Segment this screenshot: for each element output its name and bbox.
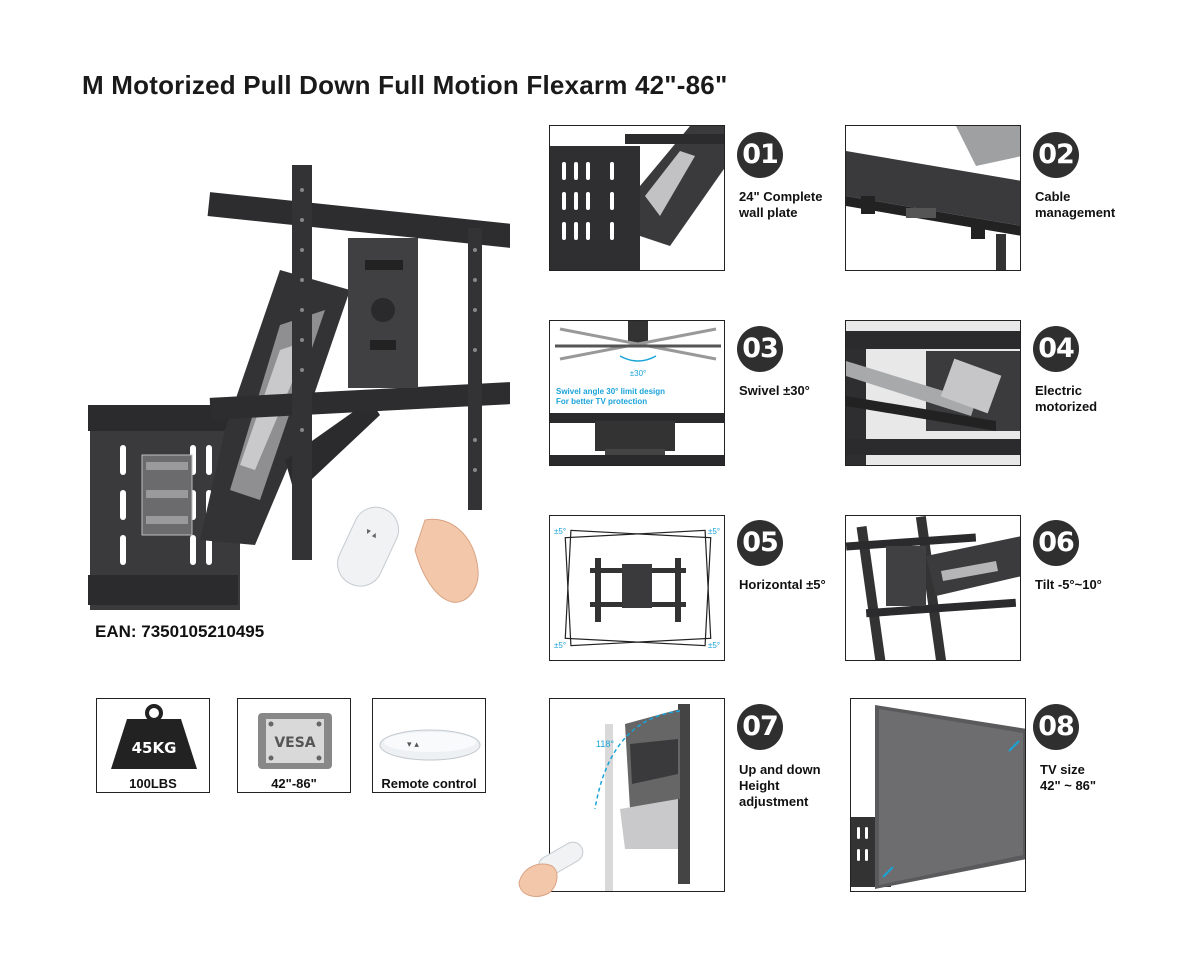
swivel-angle-label: ±30° (630, 369, 647, 378)
feature-01-image (549, 125, 725, 271)
feature-08-text: TV size 42" ~ 86" (1040, 762, 1097, 793)
feature-05-badge: 05 (737, 520, 783, 566)
horizontal-br-label: ±5° (708, 641, 720, 650)
swivel-note-line2: For better TV protection (556, 397, 647, 406)
feature-07-badge: 07 (737, 704, 783, 750)
hand-remote-image (514, 838, 594, 900)
ean-code: EAN: 7350105210495 (95, 622, 265, 641)
vesa-icon: VESA (258, 713, 332, 769)
height-angle-label: 118° (596, 739, 614, 749)
vesa-text: VESA (274, 735, 315, 751)
horizontal-tr-label: ±5° (708, 527, 720, 536)
feature-07-text: Up and down Height adjustment (739, 762, 821, 809)
spec-weight: 45KG 100LBS (96, 698, 210, 793)
weight-icon: 45KG (111, 704, 197, 769)
feature-05-image: ±5° ±5° ±5° ±5° (549, 515, 725, 661)
hero-product-image: ▾ ▴ (80, 150, 514, 620)
spec-vesa: VESA 42"-86" (237, 698, 351, 793)
feature-02-text: Cable management (1035, 189, 1116, 220)
spec-vesa-label: 42"-86" (271, 776, 317, 791)
feature-03-image: ±30° Swivel angle 30° limit design For b… (549, 320, 725, 466)
feature-06-badge: 06 (1033, 520, 1079, 566)
feature-02-image (845, 125, 1021, 271)
feature-08-badge: 08 (1033, 704, 1079, 750)
feature-02-badge: 02 (1033, 132, 1079, 178)
feature-06-text: Tilt -5°~10° (1035, 577, 1102, 592)
weight-text: 45KG (132, 739, 177, 757)
feature-04-badge: 04 (1033, 326, 1079, 372)
feature-06-image (845, 515, 1021, 661)
feature-01-text: 24" Complete wall plate (739, 189, 823, 220)
remote-icon: ▾ ▴ (379, 729, 481, 761)
svg-text:▾ ▴: ▾ ▴ (364, 527, 379, 541)
feature-04-text: Electric motorized (1035, 383, 1098, 414)
feature-04-image (845, 320, 1021, 466)
page-title: M Motorized Pull Down Full Motion Flexar… (82, 70, 728, 100)
spec-remote: ▾ ▴ Remote control (372, 698, 486, 793)
horizontal-tl-label: ±5° (554, 527, 566, 536)
swivel-note-line1: Swivel angle 30° limit design (556, 387, 665, 396)
horizontal-bl-label: ±5° (554, 641, 566, 650)
spec-weight-label: 100LBS (129, 776, 177, 791)
svg-text:▾ ▴: ▾ ▴ (407, 740, 419, 750)
feature-08-image (850, 698, 1026, 892)
feature-03-badge: 03 (737, 326, 783, 372)
feature-03-text: Swivel ±30° (739, 383, 810, 398)
feature-05-text: Horizontal ±5° (739, 577, 826, 592)
feature-01-badge: 01 (737, 132, 783, 178)
spec-remote-label: Remote control (381, 776, 477, 791)
